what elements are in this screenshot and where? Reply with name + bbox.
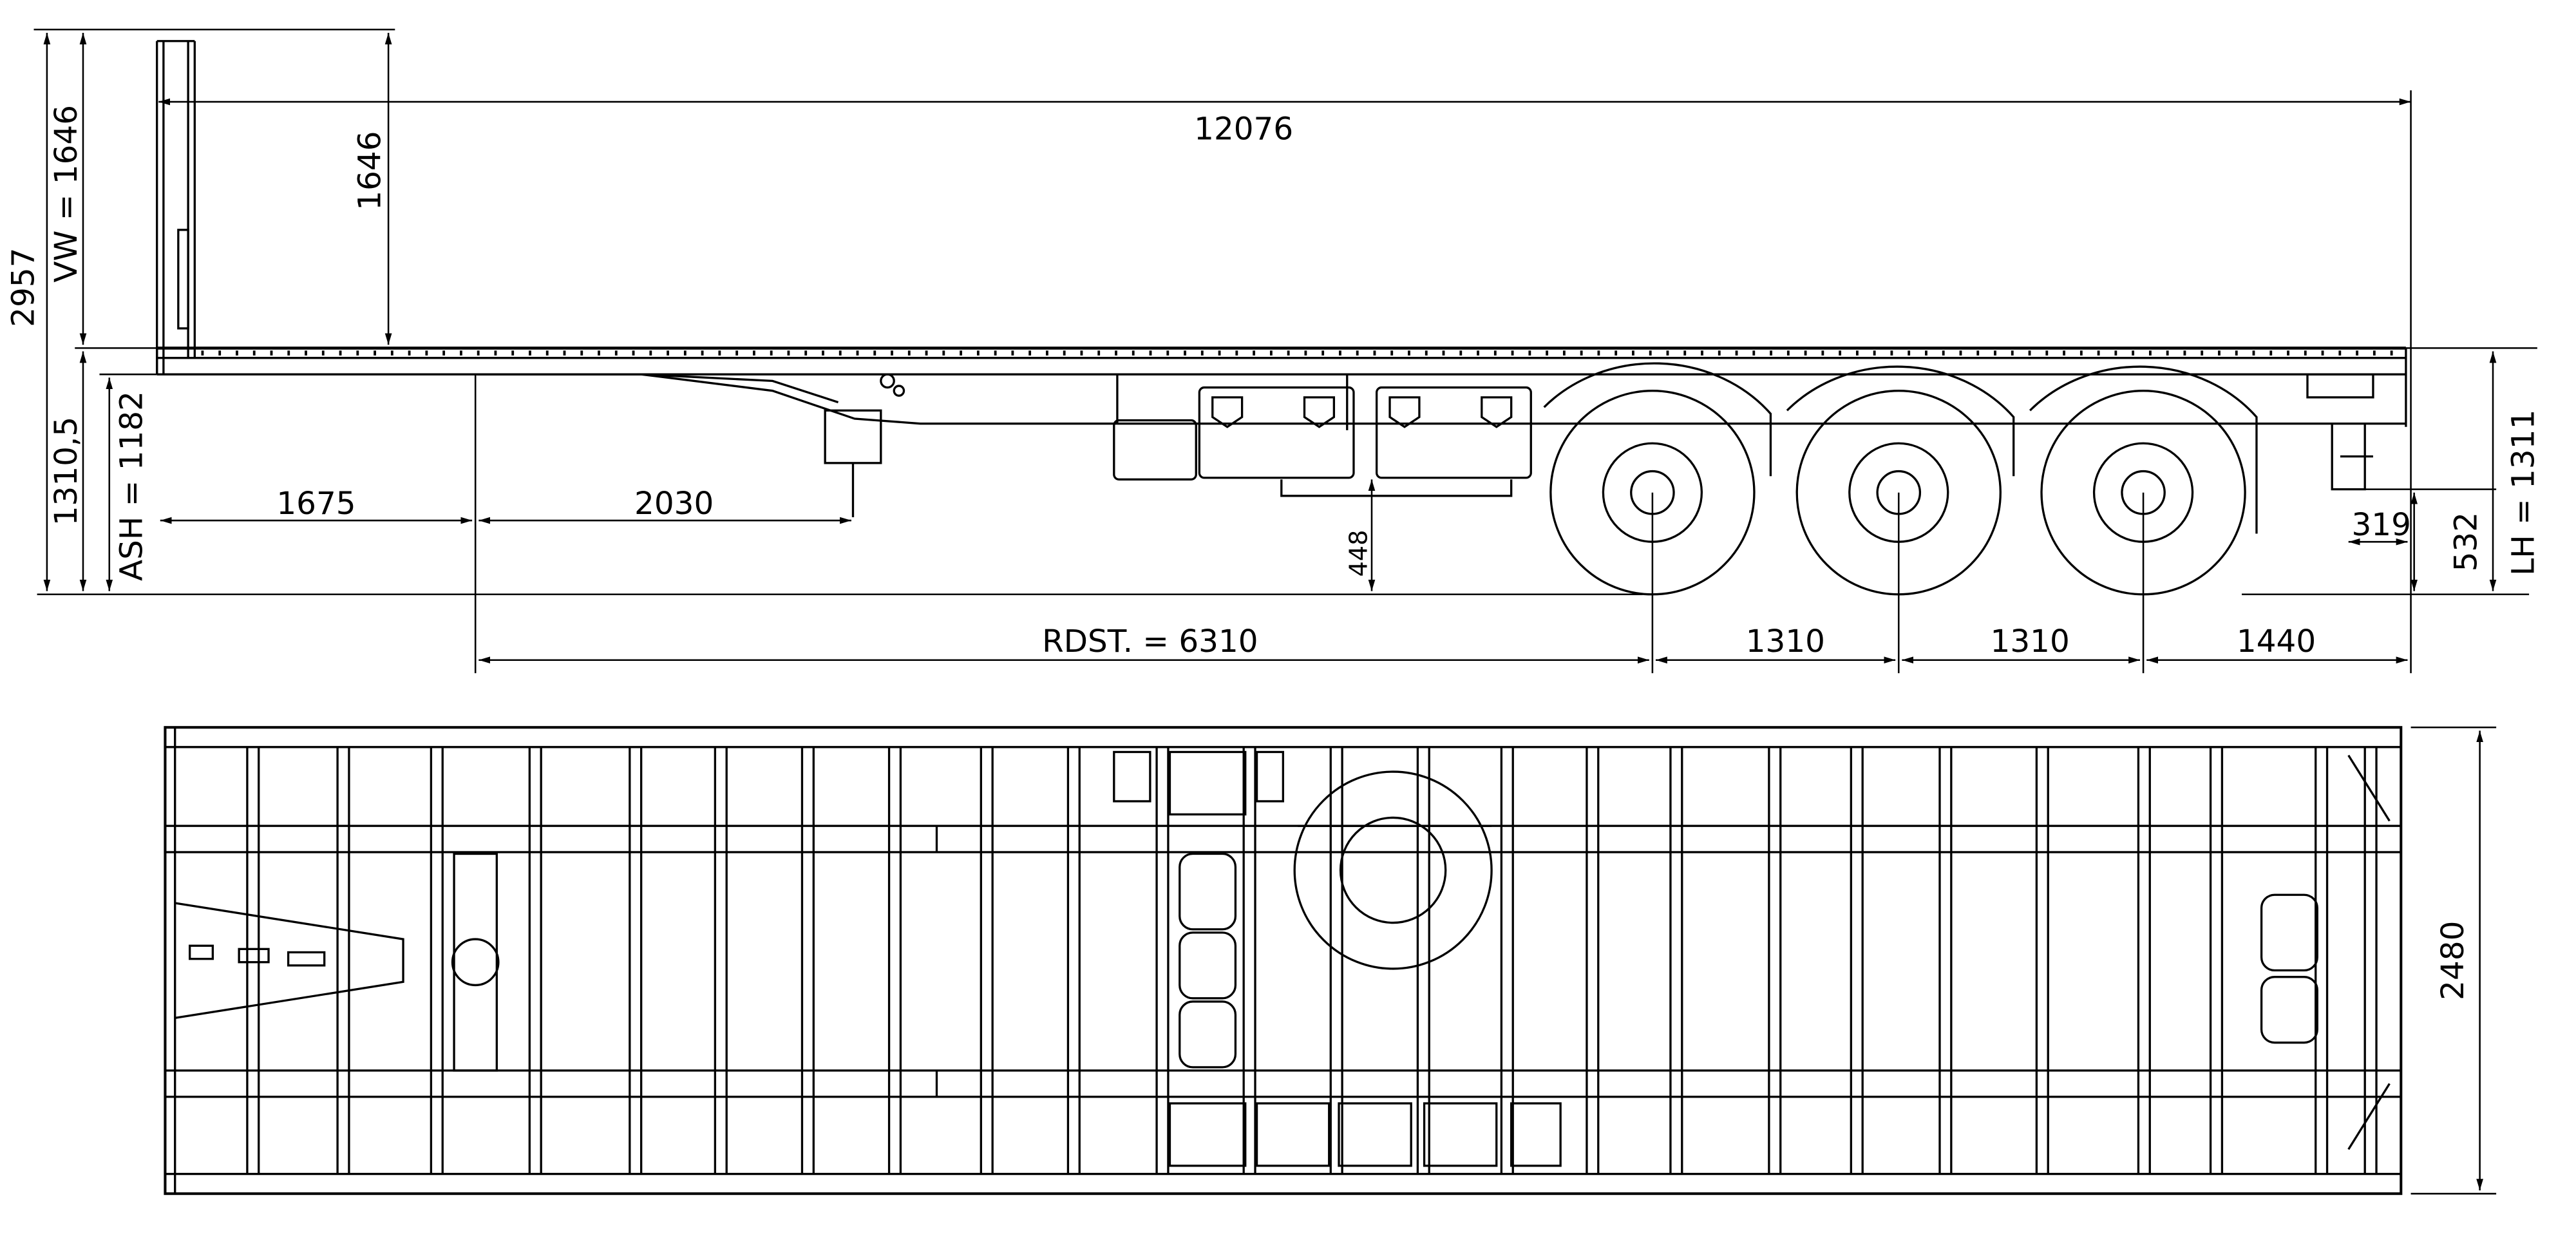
dim-kingpin-height: ASH = 1182 — [114, 391, 150, 581]
side-view-dimensions — [33, 28, 2537, 674]
dim-overall-height: 2957 — [6, 247, 42, 327]
dim-overall-length: 12076 — [1194, 111, 1293, 148]
front-wall — [156, 40, 196, 375]
chassis-frame — [477, 373, 2406, 430]
dim-kingpin-to-landing-gear: 2030 — [634, 486, 714, 522]
dim-axle-spacing-2: 1310 — [1991, 624, 2070, 660]
wheel-axle-2 — [1786, 365, 2015, 596]
air-tanks — [1179, 852, 2318, 1069]
top-view-outline — [164, 726, 2403, 1195]
main-beams — [164, 824, 2402, 1098]
dim-rear-bumper-height: 532 — [2448, 512, 2485, 571]
dim-rear-height: LH = 1311 — [2506, 410, 2542, 576]
wheel-axle-1 — [1543, 362, 1772, 596]
rear-bumper — [2306, 373, 2374, 491]
dim-overall-width: 2480 — [2435, 921, 2471, 1000]
dim-stake-height: 1646 — [352, 131, 388, 210]
dim-axle-spacing-1: 1310 — [1746, 624, 1825, 660]
rear-bracing — [2347, 754, 2391, 1150]
dim-deck-height: 1310,5 — [48, 417, 84, 526]
fifth-wheel-zone — [1293, 770, 1493, 970]
toolboxes — [1113, 386, 1532, 497]
cross-members — [246, 747, 2378, 1174]
dim-toolbox-clearance: 448 — [1345, 530, 1373, 577]
top-view — [164, 726, 2497, 1195]
gooseneck-plate — [175, 852, 500, 1072]
dim-front-wall-height: VW = 1646 — [48, 105, 84, 283]
dim-rear-bumper-offset: 319 — [2351, 507, 2410, 543]
landing-gear — [824, 373, 905, 517]
dim-rear-overhang: 1440 — [2237, 624, 2316, 660]
dim-kingpin-to-front: 1675 — [276, 486, 355, 522]
suspension-brackets — [1113, 750, 1562, 1167]
dim-wheelbase: RDST. = 6310 — [1042, 624, 1258, 660]
